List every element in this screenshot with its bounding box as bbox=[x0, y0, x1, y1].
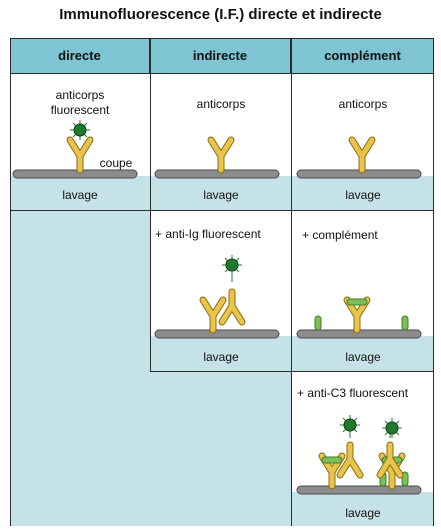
anti-c3-icon bbox=[296, 414, 422, 495]
cell-complement-step2 bbox=[292, 211, 434, 336]
grid-line bbox=[10, 73, 434, 74]
diagram-title: Immunofluorescence (I.F.) directe et ind… bbox=[59, 6, 382, 23]
grid-line bbox=[10, 38, 434, 39]
grid-line bbox=[291, 38, 292, 526]
cell-indirecte-step2 bbox=[151, 211, 291, 336]
label-anti-c3: + anti-C3 fluorescent bbox=[297, 386, 409, 400]
label-complement: + complément bbox=[302, 228, 378, 242]
grid-line bbox=[10, 38, 11, 526]
grid-line bbox=[150, 371, 434, 372]
label-wash-complement-2: lavage bbox=[345, 350, 381, 364]
label-wash-indirecte-2: lavage bbox=[203, 350, 239, 364]
cell-complement-step3 bbox=[292, 372, 434, 492]
complement-binding-icon bbox=[296, 299, 422, 339]
anti-ig-icon bbox=[154, 254, 280, 339]
header-directe: directe bbox=[10, 38, 150, 73]
header-complement: complément bbox=[291, 38, 434, 73]
label-antibody-indirecte: anticorps bbox=[196, 97, 246, 111]
grid-line bbox=[10, 210, 434, 211]
label-wash-complement: lavage bbox=[345, 188, 381, 202]
label-wash-indirecte: lavage bbox=[203, 188, 239, 202]
grid-line bbox=[433, 38, 434, 526]
label-section: coupe bbox=[99, 156, 133, 170]
complement-antibody-icon bbox=[296, 140, 422, 179]
label-antibody-fluorescent: anticorps fluorescent bbox=[50, 88, 110, 117]
header-indirecte: indirecte bbox=[150, 38, 291, 73]
direct-antibody-icon bbox=[12, 119, 138, 179]
grid-line bbox=[150, 38, 151, 372]
label-anti-ig: + anti-Ig fluorescent bbox=[155, 227, 261, 241]
label-antibody-complement: anticorps bbox=[338, 97, 388, 111]
label-wash-complement-3: lavage bbox=[345, 506, 381, 520]
indirect-antibody-icon bbox=[154, 140, 280, 179]
label-wash-directe: lavage bbox=[62, 188, 98, 202]
